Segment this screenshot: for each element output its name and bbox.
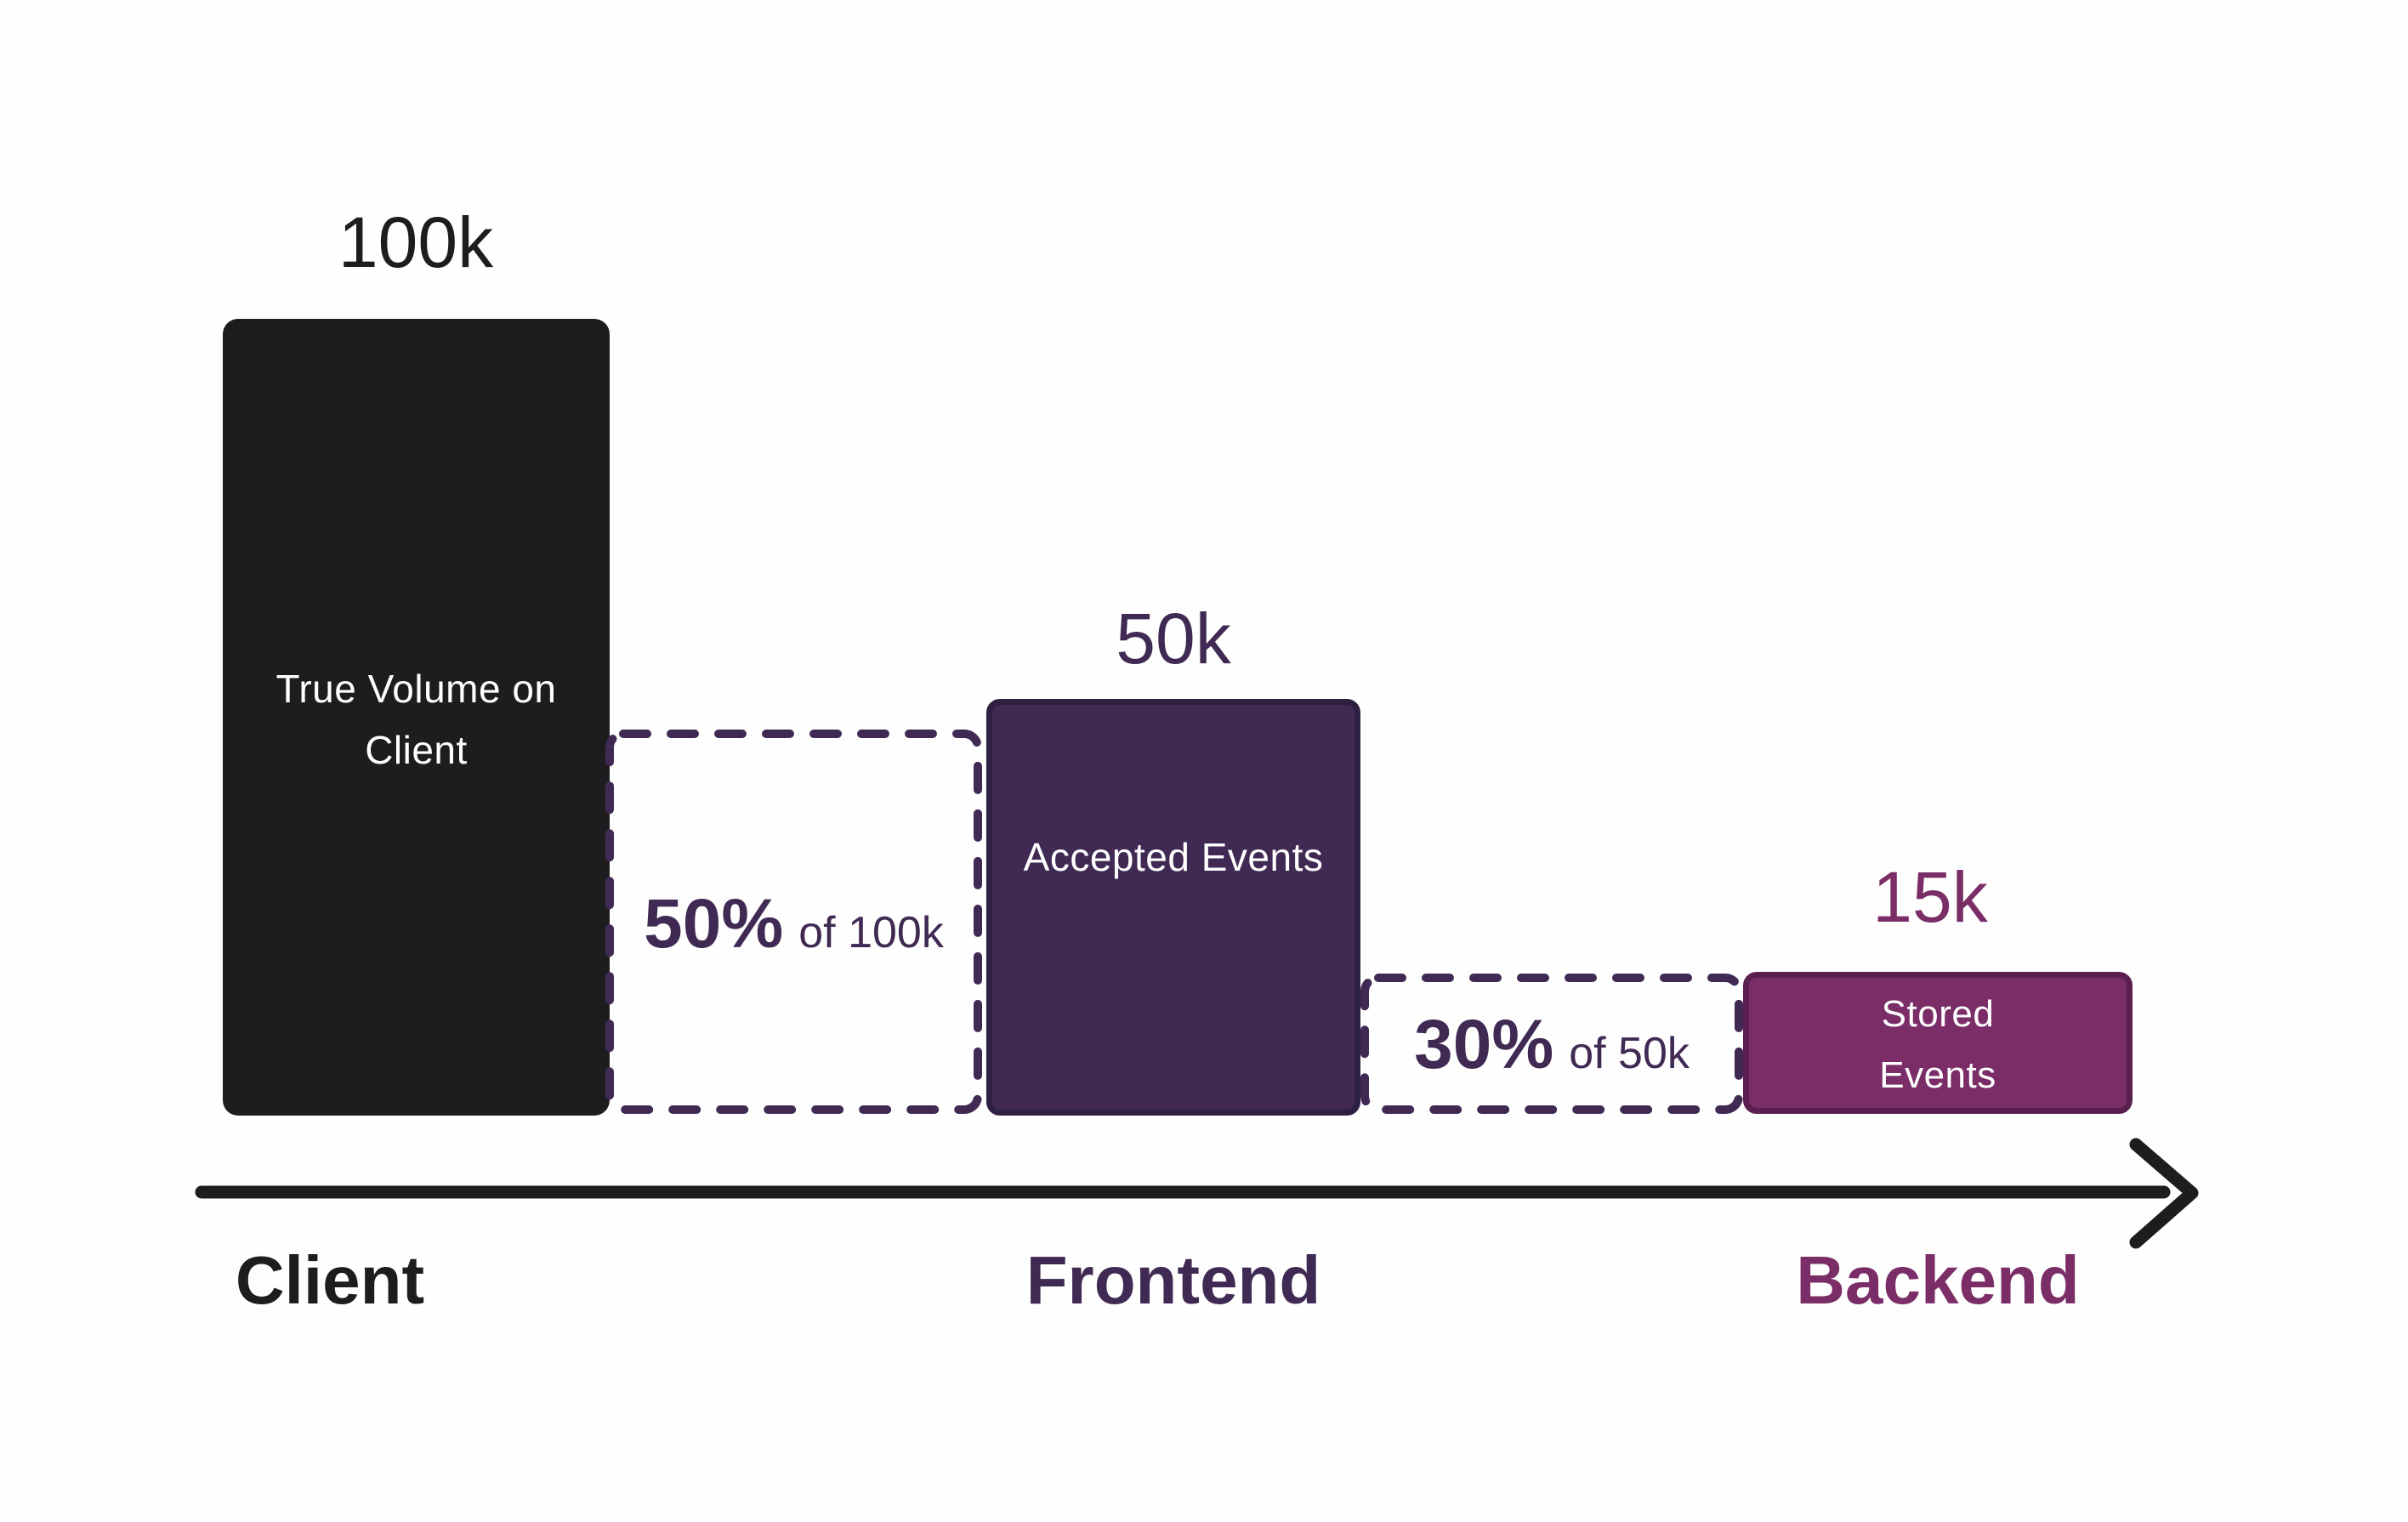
value-label-frontend: 50k <box>1116 599 1231 679</box>
bar-label-line: Stored <box>1881 993 1995 1035</box>
drop-of-text: of 50k <box>1569 1029 1690 1078</box>
axis-label-backend: Backend <box>1796 1242 2080 1318</box>
bar-label-accepted-events: Accepted Events <box>986 826 1360 888</box>
axis-label-frontend: Frontend <box>1025 1242 1321 1318</box>
drop-percent: 50% <box>644 885 784 963</box>
axis-label-client: Client <box>235 1242 425 1318</box>
value-label-backend: 15k <box>1872 857 1988 937</box>
bar-label-line: Events <box>1879 1054 1996 1096</box>
axis-arrow-head-icon <box>2129 1138 2199 1249</box>
bar-label-line: True Volume on <box>275 667 557 711</box>
drop-percent: 30% <box>1414 1006 1554 1083</box>
bar-label-line: Client <box>365 728 468 772</box>
drop-annotation-frontend-to-backend: 30% of 50k <box>1360 1005 1743 1085</box>
bar-stored-events <box>1743 972 2133 1114</box>
bar-true-volume-on-client <box>223 319 610 1116</box>
drop-annotation-client-to-frontend: 50% of 100k <box>605 884 982 964</box>
value-label-client: 100k <box>338 202 494 282</box>
bar-accepted-events <box>986 699 1360 1116</box>
bar-label-line: Accepted Events <box>1023 835 1324 879</box>
drop-of-text: of 100k <box>798 908 944 957</box>
bar-label-true-volume-on-client: True Volume on Client <box>223 658 610 781</box>
bar-label-stored-events: Stored Events <box>1743 984 2133 1106</box>
